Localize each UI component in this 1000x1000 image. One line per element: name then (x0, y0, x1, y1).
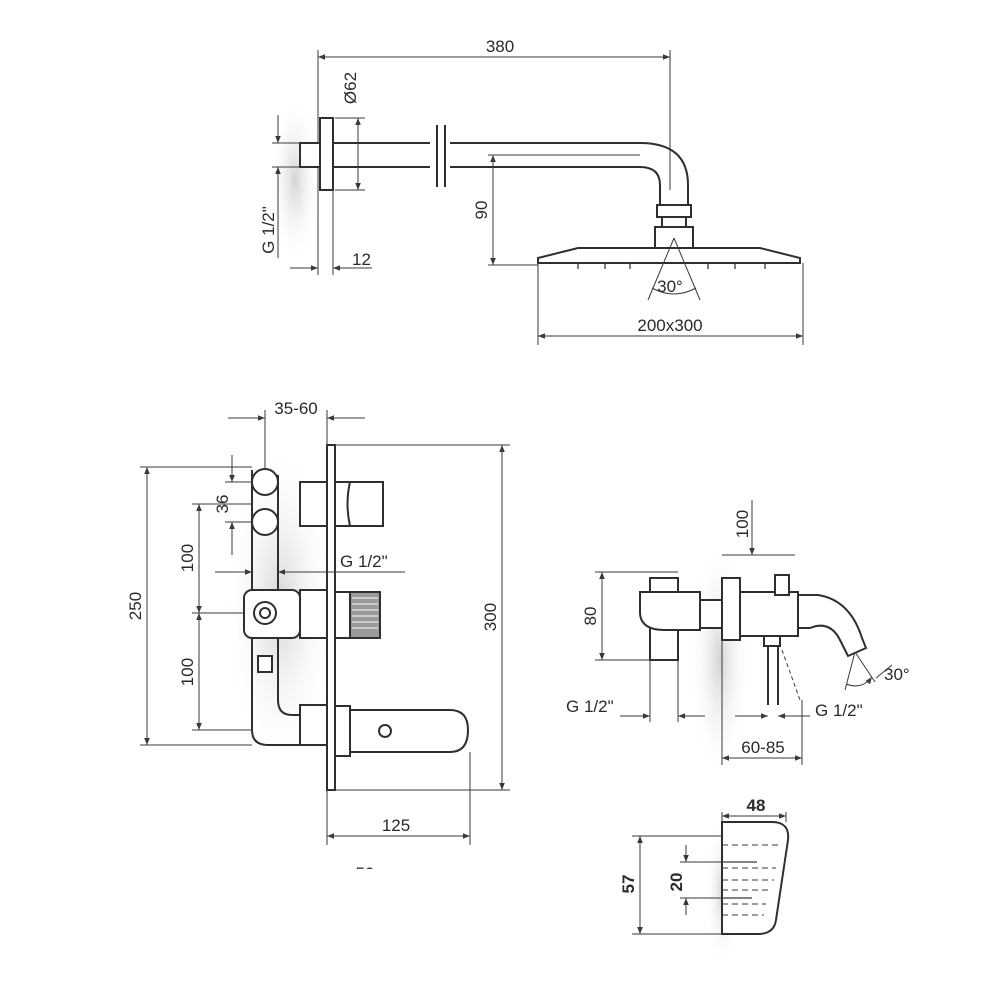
lever-button (378, 724, 392, 738)
dim-spacing-lower-label: 100 (178, 658, 197, 686)
angle-arc (845, 676, 873, 687)
connector-nut (699, 599, 723, 629)
dim-drop-label: 90 (472, 201, 491, 220)
dim-flange-depth-label: 12 (352, 250, 371, 269)
cartridge-port-inner (259, 607, 271, 619)
wall-flange (319, 117, 334, 191)
arm-connector-nut (661, 216, 687, 228)
bottom-lever (349, 709, 470, 753)
diverter-view: 48 57 20 (619, 796, 790, 970)
diverter-sleeve (299, 481, 328, 527)
mixer-sleeve (299, 589, 328, 639)
knurl-pattern (352, 597, 378, 629)
dim-thread-label: G 1/2" (259, 206, 278, 254)
concealed-mixer-view: 35-60 36 100 100 250 G 1/2" 300 (126, 399, 510, 883)
lower-outlet-block (299, 704, 328, 746)
angle-arc (651, 287, 697, 295)
arm-connector (656, 204, 692, 218)
dim-overall-height-label: 250 (126, 592, 145, 620)
knurled-handle (349, 591, 381, 639)
lever-swing-line (781, 649, 801, 701)
bath-spout-view: 100 80 G 1/2" G 1/2" 60-85 30° (566, 500, 910, 780)
diverter-handle (346, 481, 384, 527)
lever-rosette (334, 705, 351, 757)
dim-thread-label: G 1/2" (340, 552, 388, 571)
dim-height-label: 57 (619, 875, 638, 894)
spout-rosette (721, 577, 741, 641)
angle-leader (875, 664, 893, 679)
arm-pipe-left (333, 142, 430, 168)
upper-outlet-port (251, 508, 279, 536)
cut-off-label: 50 (356, 864, 375, 883)
angle-label: 30° (657, 277, 683, 296)
cap-hidden-lines (722, 844, 780, 916)
mixer-body-tube (251, 470, 300, 746)
diverter-cap (721, 821, 790, 935)
angle-line (647, 237, 675, 301)
dim-width-label: 48 (747, 796, 766, 815)
lever-base (763, 635, 781, 647)
dim-projection-label: 60-85 (741, 738, 784, 757)
thread-nipple (299, 142, 321, 168)
dim-plate-height-label: 300 (481, 603, 500, 631)
angle-label: 30° (884, 665, 910, 684)
shower-arm-view: 380 Ø62 G 1/2" (259, 37, 804, 345)
dim-flange-diameter-label: Ø62 (341, 72, 360, 104)
eccentric-connector (639, 591, 701, 631)
dim-depth-label: 35-60 (274, 399, 317, 418)
dim-plate-width-label: 125 (382, 816, 410, 835)
break-marks (436, 125, 446, 187)
diverter-knob (774, 574, 790, 596)
cut-off-label-clip: 50 (356, 864, 375, 883)
angle-line (844, 651, 856, 691)
lever-handle (767, 646, 779, 705)
upper-inlet-port (251, 468, 279, 496)
dim-length-label: 380 (486, 37, 514, 56)
dim-head-size-label: 200x300 (637, 316, 702, 335)
dim-inner-label: 20 (667, 873, 686, 892)
spout-outlet (797, 594, 868, 658)
dim-thread-left-label: G 1/2" (566, 697, 614, 716)
spout-body (739, 591, 799, 637)
check-valve (257, 655, 273, 673)
dim-body-height-label: 80 (581, 607, 600, 626)
angle-line (673, 237, 701, 301)
shower-head-nozzles (577, 263, 766, 269)
dim-spacing-upper-label: 100 (178, 544, 197, 572)
arm-pipe-bend (450, 142, 689, 205)
dim-height-top-label: 100 (733, 510, 752, 538)
mixer-rosette (334, 591, 351, 639)
cover-plate (326, 444, 336, 791)
dim-thread-right-label: G 1/2" (815, 701, 863, 720)
